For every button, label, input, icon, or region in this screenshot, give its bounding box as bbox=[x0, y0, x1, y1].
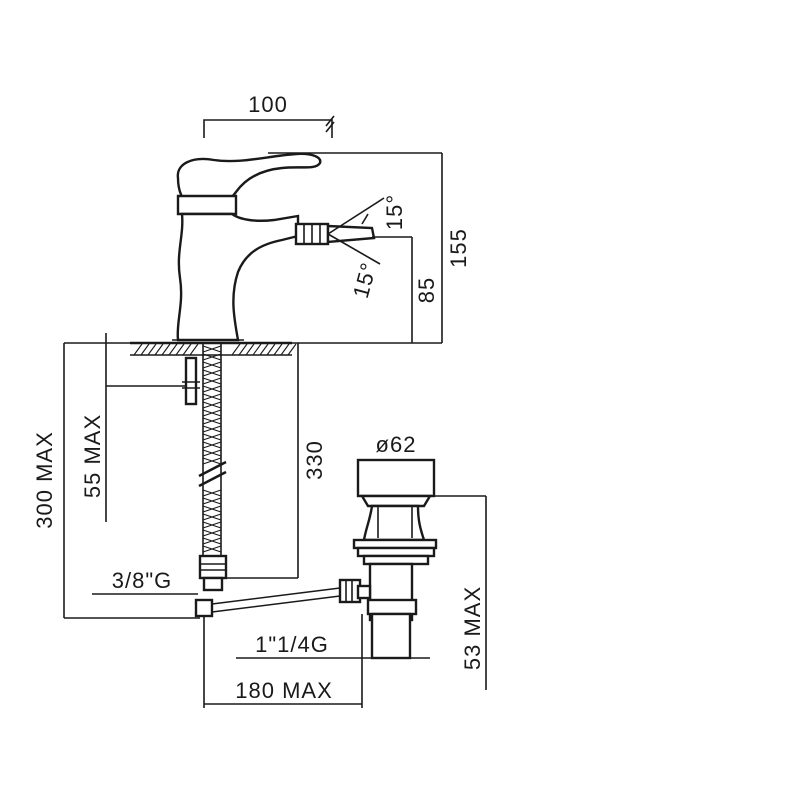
dimension-labels: 100 155 85 15° 15° 300 MAX 55 MAX 330 3/… bbox=[32, 92, 485, 703]
dimension-lines bbox=[63, 115, 487, 708]
label-spout-height: 85 bbox=[414, 277, 439, 303]
hose-nut bbox=[198, 554, 228, 580]
label-angle-upper: 15° bbox=[382, 194, 407, 230]
bidet-nozzle bbox=[326, 224, 376, 244]
faucet-cap bbox=[176, 194, 238, 216]
waste-tailpiece bbox=[370, 612, 412, 660]
label-waste-thread: 1"1/4G bbox=[255, 632, 329, 657]
hose-braid bbox=[202, 345, 222, 553]
label-hose-thread: 3/8"G bbox=[112, 568, 173, 593]
label-hose-length: 330 bbox=[302, 440, 327, 480]
label-height-total: 155 bbox=[446, 228, 471, 268]
angle-indicators bbox=[327, 197, 385, 265]
faucet-body bbox=[176, 212, 300, 342]
label-thread-max: 55 MAX bbox=[80, 414, 105, 498]
valve-joint bbox=[194, 598, 214, 618]
label-waste-depth: 53 MAX bbox=[460, 586, 485, 670]
supply-hose bbox=[182, 343, 228, 618]
waste-knob bbox=[356, 458, 436, 498]
fixing-stud bbox=[184, 356, 198, 406]
faucet-assembly bbox=[172, 152, 376, 342]
popup-waste bbox=[211, 458, 438, 660]
label-supply-max: 300 MAX bbox=[32, 431, 57, 529]
countertop-hatching bbox=[133, 343, 297, 356]
waste-flange bbox=[352, 538, 438, 550]
label-angle-lower: 15° bbox=[348, 259, 382, 301]
label-waste-diameter: ø62 bbox=[376, 432, 417, 457]
label-lever-reach: 180 MAX bbox=[235, 678, 333, 703]
label-width-top: 100 bbox=[248, 92, 288, 117]
